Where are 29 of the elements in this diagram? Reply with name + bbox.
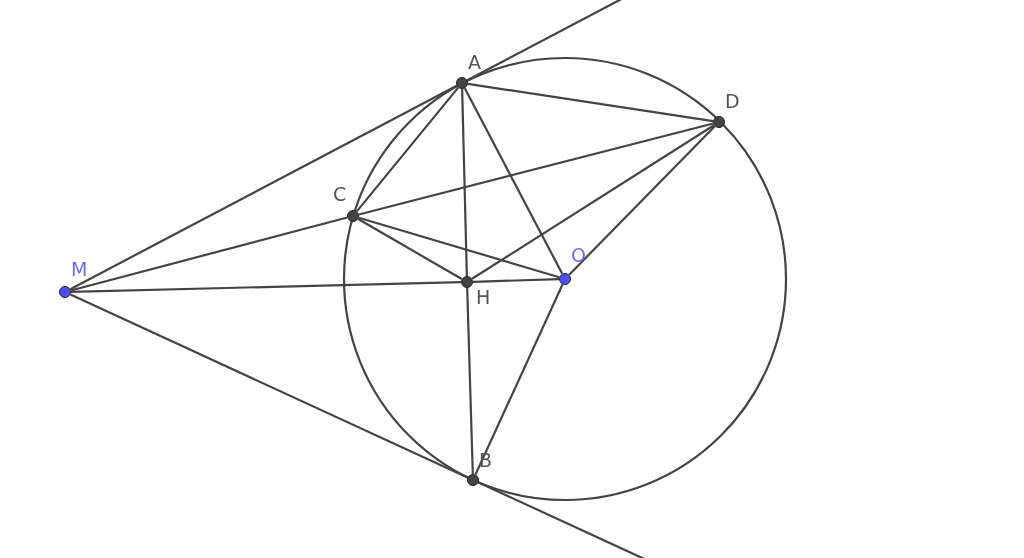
line-segment [70,293,468,479]
point-marker [461,276,473,288]
point-label: A [468,52,481,72]
point-label: C [333,184,347,204]
point-marker [59,286,71,298]
point-marker [456,77,468,89]
line-segment [461,88,468,277]
line-segment [466,287,474,475]
line-segment [471,124,715,280]
line-segment [69,84,458,291]
line-segment [355,86,460,213]
line-segment [463,87,564,275]
line-segment [70,216,348,292]
line-segment [357,218,463,280]
point-label: H [476,287,491,307]
line-segment [472,278,560,283]
line-segment [568,125,716,276]
line-segment [358,122,714,216]
point-label: O [571,245,586,265]
point-marker [559,273,571,285]
point-marker [347,210,359,222]
line-segment [467,82,714,123]
line-segment [70,281,462,293]
point-label: B [479,450,493,470]
point-label: M [71,259,88,279]
line-segment [474,284,564,475]
point-marker [467,474,479,486]
line-segment [358,216,560,279]
point-label: D [725,91,740,111]
